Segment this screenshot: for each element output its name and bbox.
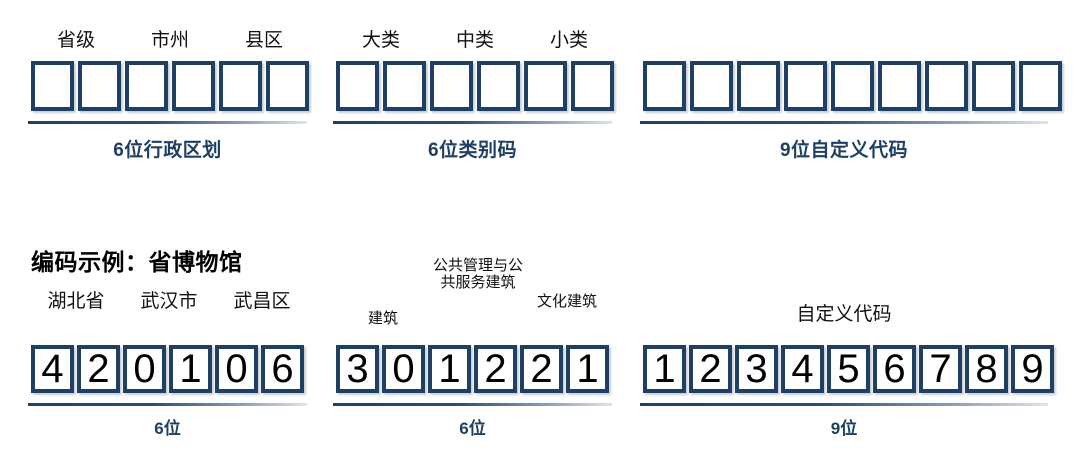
code-box-digit[interactable]: 4 bbox=[31, 345, 74, 393]
underline-rule-example-custom-code bbox=[640, 403, 1048, 406]
example-boxes-category-code: 3 0 1 2 2 1 bbox=[336, 345, 609, 393]
underline-rule-example-category-code bbox=[333, 403, 612, 406]
code-box[interactable] bbox=[430, 61, 473, 111]
schema-boxes-category-code bbox=[336, 61, 614, 111]
underline-rule-custom-code bbox=[640, 121, 1048, 124]
code-box[interactable] bbox=[219, 61, 262, 111]
code-box-digit[interactable]: 1 bbox=[643, 345, 686, 393]
caption-custom-code: 9位自定义代码 bbox=[779, 140, 909, 161]
segment-label-middle-class: 中类 bbox=[455, 30, 494, 51]
code-box-digit[interactable]: 2 bbox=[474, 345, 517, 393]
code-box[interactable] bbox=[571, 61, 614, 111]
code-box[interactable] bbox=[737, 61, 780, 111]
example-boxes-admin-division: 4 2 0 1 0 6 bbox=[31, 345, 304, 393]
code-box-digit[interactable]: 4 bbox=[781, 345, 824, 393]
code-box-digit[interactable]: 6 bbox=[873, 345, 916, 393]
code-box[interactable] bbox=[643, 61, 686, 111]
caption-category-code: 6位类别码 bbox=[427, 140, 518, 161]
code-box-digit[interactable]: 9 bbox=[1011, 345, 1054, 393]
code-box[interactable] bbox=[336, 61, 379, 111]
code-box[interactable] bbox=[383, 61, 426, 111]
code-box[interactable] bbox=[266, 61, 309, 111]
example-boxes-custom-code: 1 2 3 4 5 6 7 8 9 bbox=[643, 345, 1054, 393]
example-segment-label-custom-code: 自定义代码 bbox=[796, 304, 892, 325]
schema-boxes-custom-code bbox=[643, 61, 1062, 111]
code-box[interactable] bbox=[972, 61, 1015, 111]
code-box-digit[interactable]: 2 bbox=[77, 345, 120, 393]
code-box-digit[interactable]: 0 bbox=[123, 345, 166, 393]
code-box[interactable] bbox=[477, 61, 520, 111]
code-box[interactable] bbox=[831, 61, 874, 111]
code-box-digit[interactable]: 3 bbox=[735, 345, 778, 393]
caption-example-category-code: 6位 bbox=[459, 419, 486, 438]
code-box[interactable] bbox=[125, 61, 168, 111]
code-box[interactable] bbox=[524, 61, 567, 111]
example-segment-label-wuhan: 武汉市 bbox=[140, 291, 198, 312]
code-box-digit[interactable]: 5 bbox=[827, 345, 870, 393]
segment-label-city: 市州 bbox=[150, 30, 189, 51]
example-segment-label-culture-building: 文化建筑 bbox=[536, 293, 597, 310]
code-box-digit[interactable]: 0 bbox=[215, 345, 258, 393]
code-box[interactable] bbox=[878, 61, 921, 111]
code-box-digit[interactable]: 1 bbox=[428, 345, 471, 393]
segment-label-major-class: 大类 bbox=[361, 30, 400, 51]
example-segment-label-wuchang: 武昌区 bbox=[233, 291, 291, 312]
code-box-digit[interactable]: 8 bbox=[965, 345, 1008, 393]
code-box[interactable] bbox=[690, 61, 733, 111]
caption-admin-division: 6位行政区划 bbox=[113, 140, 222, 161]
schema-boxes-admin-division bbox=[31, 61, 309, 111]
code-box[interactable] bbox=[925, 61, 968, 111]
code-box[interactable] bbox=[1019, 61, 1062, 111]
code-box[interactable] bbox=[172, 61, 215, 111]
code-box-digit[interactable]: 2 bbox=[520, 345, 563, 393]
code-box-digit[interactable]: 1 bbox=[169, 345, 212, 393]
underline-rule-example-admin-division bbox=[28, 403, 307, 406]
code-box-digit[interactable]: 6 bbox=[261, 345, 304, 393]
page-title: 编码示例：省博物馆 bbox=[31, 249, 243, 275]
segment-label-province: 省级 bbox=[56, 30, 95, 51]
segment-label-minor-class: 小类 bbox=[549, 30, 588, 51]
example-segment-label-hubei: 湖北省 bbox=[47, 291, 105, 312]
code-box-digit[interactable]: 0 bbox=[382, 345, 425, 393]
segment-label-county: 县区 bbox=[244, 30, 283, 51]
example-segment-label-public-service-building: 公共管理与公共服务建筑 bbox=[432, 257, 523, 291]
code-box-digit[interactable]: 7 bbox=[919, 345, 962, 393]
caption-example-custom-code: 9位 bbox=[830, 419, 858, 438]
code-box-digit[interactable]: 1 bbox=[566, 345, 609, 393]
code-box-digit[interactable]: 3 bbox=[336, 345, 379, 393]
code-box-digit[interactable]: 2 bbox=[689, 345, 732, 393]
underline-rule-admin-division bbox=[28, 121, 307, 124]
underline-rule-category-code bbox=[333, 121, 612, 124]
example-segment-label-building: 建筑 bbox=[367, 310, 398, 327]
code-box[interactable] bbox=[31, 61, 74, 111]
code-box[interactable] bbox=[78, 61, 121, 111]
code-box[interactable] bbox=[784, 61, 827, 111]
caption-example-admin-division: 6位 bbox=[154, 419, 181, 438]
